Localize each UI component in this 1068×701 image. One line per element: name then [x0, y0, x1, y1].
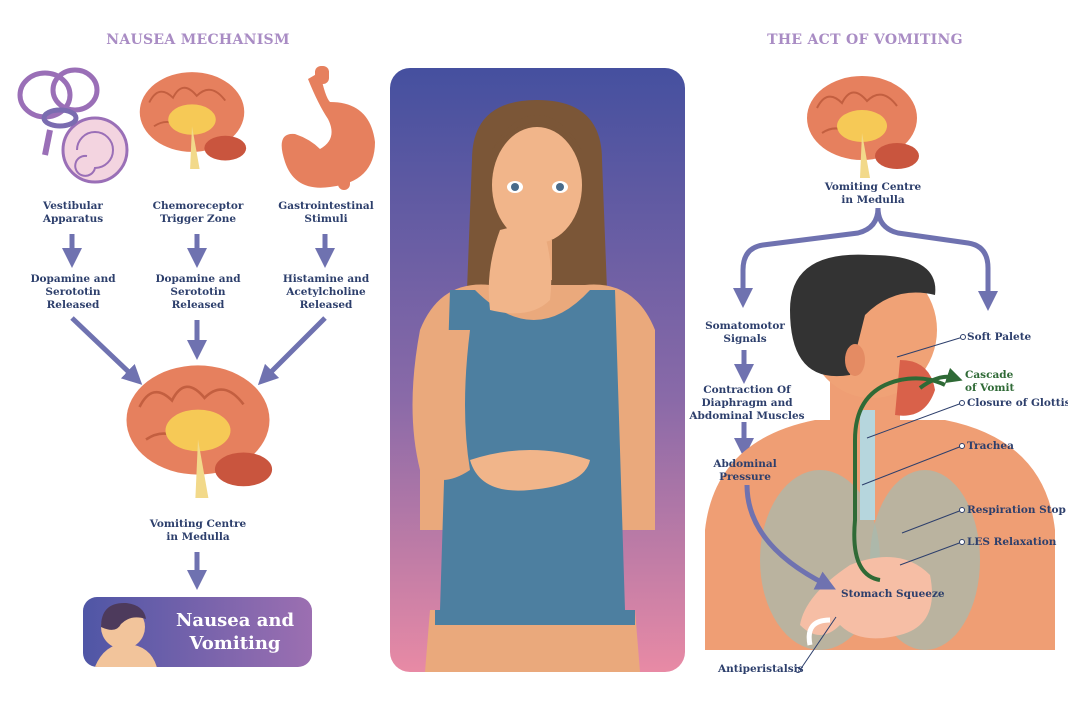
- flow-contraction: Contraction Of Diaphragm and Abdominal M…: [689, 384, 805, 422]
- label-les: LES Relaxation: [967, 536, 1057, 548]
- flow-pressure: Abdominal Pressure: [713, 458, 777, 483]
- person-head-icon: [94, 602, 157, 667]
- release-1: Dopamine and Serototin Released: [30, 273, 116, 311]
- label-glottis: Closure of Glottis: [967, 397, 1068, 409]
- brain-icon: [138, 71, 248, 170]
- vomit-path: [852, 376, 946, 582]
- man-torso-illustration: [705, 254, 1055, 650]
- medulla-brain-icon: [125, 364, 274, 500]
- label-cascade: Cascade of Vomit: [965, 369, 1015, 394]
- label-trachea: Trachea: [967, 440, 1014, 452]
- label-antiperistalsis: Antiperistalsis: [718, 663, 804, 675]
- right-centre-label: Vomiting Centre in Medulla: [824, 181, 922, 206]
- pressure-arrow: [744, 484, 836, 590]
- flow-arrows-left: [62, 234, 335, 590]
- release-2: Dopamine and Serototin Released: [155, 273, 241, 311]
- source-vestibular: Vestibular Apparatus: [42, 200, 104, 225]
- flow-arrows-right: [733, 207, 998, 458]
- cascade-arrow: [918, 367, 963, 390]
- left-title: NAUSEA MECHANISM: [106, 32, 290, 48]
- result-text: Nausea and Vomiting: [175, 610, 295, 654]
- release-3: Histamine and Acetylcholine Released: [282, 273, 370, 311]
- source-ctz: Chemoreceptor Trigger Zone: [152, 200, 244, 225]
- inner-ear-icon: [17, 67, 129, 184]
- flow-somatomotor: Somatomotor Signals: [705, 320, 785, 345]
- label-soft-palete: Soft Palete: [967, 331, 1032, 343]
- result-box: Nausea and Vomiting: [83, 597, 312, 667]
- label-respiration: Respiration Stop: [967, 504, 1066, 516]
- label-stomach-squeeze: Stomach Squeeze: [841, 588, 945, 600]
- right-brain-icon: [806, 75, 920, 179]
- woman-illustration: [412, 100, 655, 672]
- leader-lines: [795, 334, 966, 673]
- stomach-icon: [281, 66, 375, 190]
- left-centre-label: Vomiting Centre in Medulla: [149, 518, 247, 543]
- source-gi: Gastrointestinal Stimuli: [278, 200, 374, 225]
- right-title: THE ACT OF VOMITING: [767, 32, 963, 48]
